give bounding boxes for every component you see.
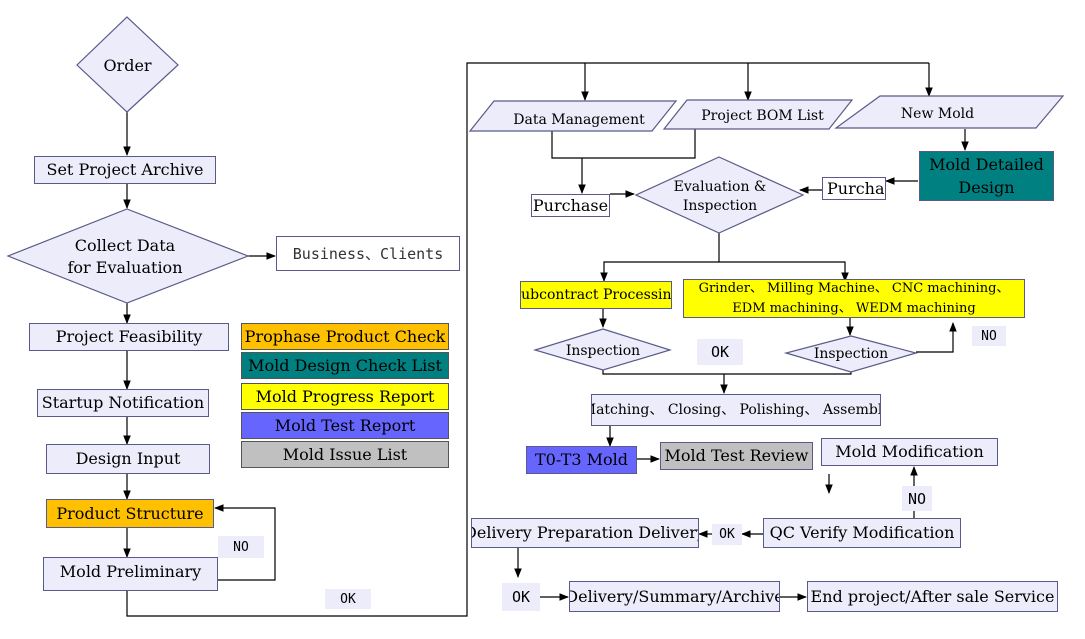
delivery-preparation-box: Delivery Preparation Delivery: [471, 518, 699, 548]
ok-tag-qc: OK: [712, 524, 742, 545]
legend-mold-progress-report: Mold Progress Report: [241, 383, 449, 410]
ok-tag-bottom: OK: [325, 589, 371, 609]
qc-verify-modification-box: QC Verify Modification: [763, 518, 961, 548]
evaluation-diamond: [634, 156, 805, 234]
mold-modification-box: Mold Modification: [821, 438, 998, 466]
edge-inspections-merge: [602, 370, 852, 375]
edge-evaluation-split: [718, 233, 849, 282]
new-mold-shape: [834, 95, 1065, 129]
t0-t3-mold-box: T0-T3 Mold: [526, 446, 637, 474]
edge-split-subcontract: [600, 261, 719, 282]
product-structure-box: Product Structure: [46, 499, 214, 528]
business-clients-box: Business、Clients: [276, 236, 460, 271]
inspection-left-diamond: [532, 328, 673, 371]
order-diamond: [76, 16, 179, 113]
delivery-summary-box: Delivery/Summary/Archive: [569, 581, 780, 612]
mold-test-review-box: Mold Test Review: [660, 442, 813, 470]
machining-box: Grinder、 Milling Machine、 CNC machining、…: [683, 279, 1025, 318]
edge-inspection-no-loop: [916, 322, 957, 353]
data-management-shape: [468, 100, 678, 132]
matching-assembly-box: Matching、 Closing、 Polishing、 Assembly: [591, 394, 881, 426]
ok-tag-inspection: OK: [697, 339, 743, 365]
project-feasibility-box: Project Feasibility: [29, 323, 229, 351]
collect-data-diamond: [6, 208, 250, 304]
design-input-box: Design Input: [46, 444, 210, 474]
purchase-left-box: Purchase: [531, 194, 610, 217]
inspection-right-diamond: [783, 335, 919, 373]
edge-ok-to-right-column: [126, 62, 929, 617]
edge-data-bom-merge: [551, 129, 696, 159]
legend-prophase-product-check: Prophase Product Check: [241, 323, 449, 350]
edge-preliminary-no-loop: [214, 504, 276, 581]
mold-preliminary-box: Mold Preliminary: [43, 557, 218, 591]
no-tag-modification: NO: [902, 486, 932, 511]
bom-list-shape: [662, 99, 854, 130]
no-tag-preliminary: NO: [218, 536, 264, 558]
mold-preliminary-text: Mold Preliminary: [59, 562, 202, 581]
purcha-right-box: Purcha: [822, 177, 886, 200]
startup-notification-box: Startup Notification: [37, 389, 209, 417]
legend-mold-design-check-list: Mold Design Check List: [241, 352, 449, 379]
no-tag-inspection: NO: [972, 326, 1006, 346]
legend-mold-test-report: Mold Test Report: [241, 412, 449, 439]
subcontract-processing-box: Subcontract Processing: [520, 281, 672, 309]
legend-mold-issue-list: Mold Issue List: [241, 441, 449, 468]
end-project-box: End project/After sale Service: [807, 581, 1058, 612]
ok-tag-delivery: OK: [502, 583, 540, 611]
mold-detailed-design-box: Mold Detailed Design: [919, 151, 1054, 201]
set-project-archive-box: Set Project Archive: [34, 156, 216, 184]
